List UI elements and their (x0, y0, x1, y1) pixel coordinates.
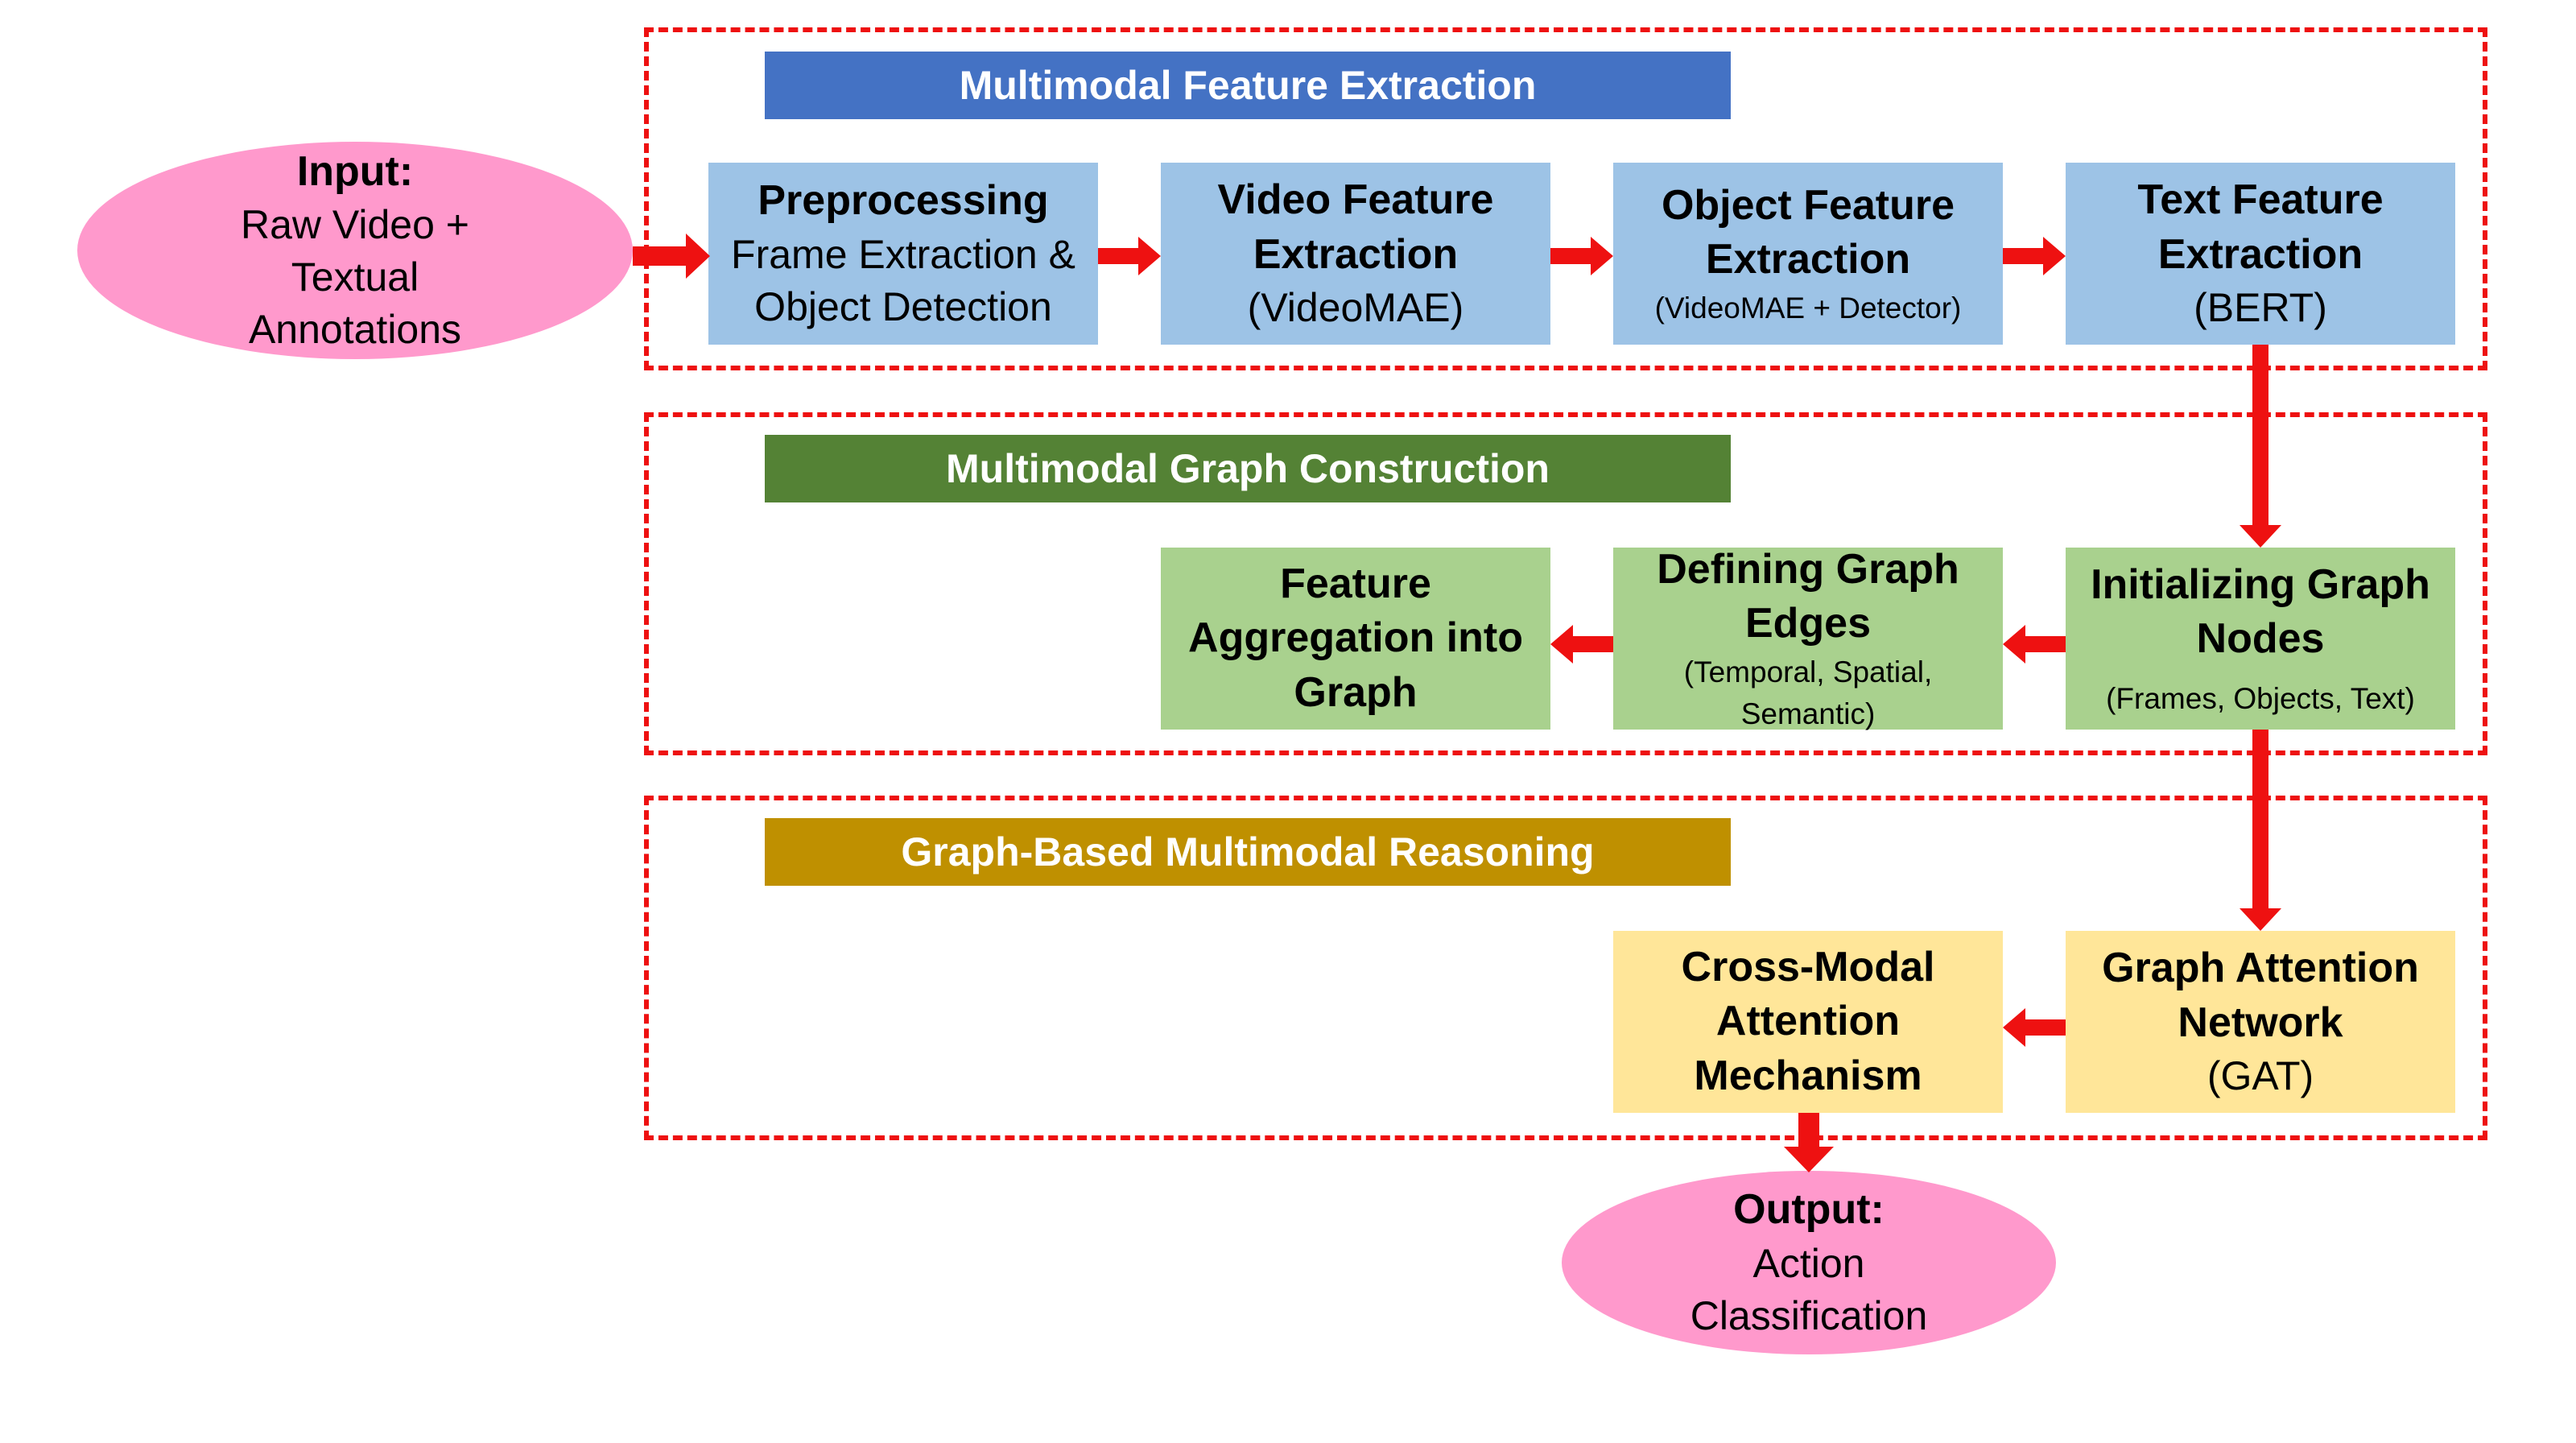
preprocessing-title: Preprocessing (758, 177, 1049, 225)
section-feature-extraction (644, 27, 2487, 370)
object-feature-sub: (VideoMAE + Detector) (1654, 291, 1962, 325)
section-multimodal-reasoning (644, 796, 2487, 1140)
nodes-sub: (Frames, Objects, Text) (2106, 681, 2415, 715)
banner-graph-construction-label: Multimodal Graph Construction (946, 446, 1550, 491)
section-graph-construction (644, 412, 2487, 755)
text-feature-sub: (BERT) (2194, 285, 2327, 331)
box-text-feature-extraction: Text Feature Extraction (BERT) (2066, 163, 2455, 345)
aggregation-title-2: Aggregation into (1188, 614, 1523, 662)
text-feature-title-2: Extraction (2157, 230, 2363, 278)
input-line-1: Raw Video + (241, 202, 469, 248)
input-node: Input: Raw Video + Textual Annotations (77, 142, 633, 359)
box-preprocessing: Preprocessing Frame Extraction & Object … (708, 163, 1098, 345)
edges-sub-1: (Temporal, Spatial, (1683, 655, 1933, 688)
input-line-3: Annotations (248, 307, 462, 353)
box-graph-attention-network: Graph Attention Network (GAT) (2066, 931, 2455, 1113)
box-defining-graph-edges: Defining Graph Edges (Temporal, Spatial,… (1613, 546, 2003, 730)
object-feature-title-2: Extraction (1705, 236, 1911, 283)
box-cross-modal-attention: Cross-Modal Attention Mechanism (1613, 931, 2003, 1113)
nodes-title-2: Nodes (2196, 615, 2325, 663)
edges-sub-2: Semantic) (1740, 697, 1876, 730)
box-video-feature-extraction: Video Feature Extraction (VideoMAE) (1161, 163, 1550, 345)
banner-feature-extraction-label: Multimodal Feature Extraction (959, 63, 1537, 108)
video-feature-title-2: Extraction (1253, 230, 1459, 278)
banner-multimodal-reasoning: Graph-Based Multimodal Reasoning (765, 818, 1731, 886)
crossmodal-title-3: Mechanism (1694, 1052, 1922, 1099)
box-feature-aggregation: Feature Aggregation into Graph (1161, 548, 1550, 730)
input-line-2: Textual (291, 254, 419, 300)
edges-title-1: Defining Graph (1657, 545, 1959, 593)
edges-title-2: Edges (1744, 600, 1872, 647)
gat-sub: (GAT) (2207, 1053, 2314, 1099)
banner-multimodal-reasoning-label: Graph-Based Multimodal Reasoning (901, 829, 1595, 874)
box-initializing-graph-nodes: Initializing Graph Nodes (Frames, Object… (2066, 548, 2455, 730)
gat-title-1: Graph Attention (2102, 944, 2419, 991)
text-feature-title-1: Text Feature (2137, 176, 2384, 223)
output-line-1: Action (1752, 1240, 1865, 1286)
video-feature-sub: (VideoMAE) (1247, 285, 1464, 331)
output-title: Output: (1733, 1186, 1885, 1234)
preprocessing-line-2: Object Detection (754, 283, 1052, 329)
gat-title-2: Network (2178, 999, 2343, 1046)
banner-graph-construction: Multimodal Graph Construction (765, 435, 1731, 502)
output-line-2: Classification (1690, 1292, 1928, 1338)
output-node: Output: Action Classification (1562, 1171, 2056, 1354)
crossmodal-title-2: Attention (1715, 998, 1901, 1045)
object-feature-title-1: Object Feature (1661, 181, 1955, 229)
aggregation-title-1: Feature (1280, 560, 1431, 607)
input-title: Input: (296, 147, 414, 195)
box-object-feature-extraction: Object Feature Extraction (VideoMAE + De… (1613, 163, 2003, 345)
video-feature-title-1: Video Feature (1217, 176, 1494, 223)
banner-feature-extraction: Multimodal Feature Extraction (765, 52, 1731, 119)
preprocessing-line-1: Frame Extraction & (731, 231, 1075, 277)
crossmodal-title-1: Cross-Modal (1681, 943, 1935, 990)
aggregation-title-3: Graph (1294, 668, 1418, 716)
nodes-title-1: Initializing Graph (2091, 560, 2430, 608)
